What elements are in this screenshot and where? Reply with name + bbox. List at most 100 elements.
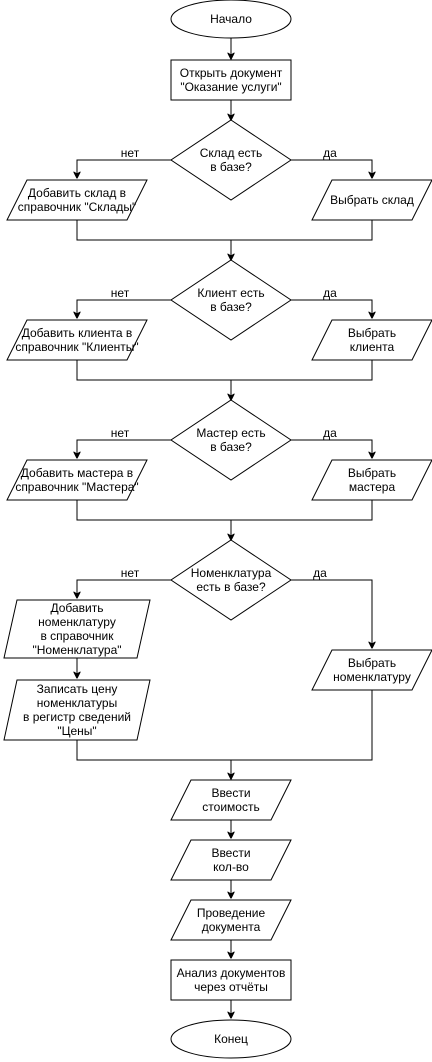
edge-master-no xyxy=(77,439,171,458)
edge-warehouse-merge xyxy=(76,220,373,241)
edge-client-merge xyxy=(76,360,373,381)
text-line: Выбрать xyxy=(348,466,396,480)
node-start: Начало xyxy=(170,0,292,39)
label-nom-yes: да xyxy=(313,566,327,580)
edge-nom-no xyxy=(77,579,171,598)
text-line: документа xyxy=(202,920,261,934)
text-line: кол-во xyxy=(213,860,249,874)
text-line: Открыть документ xyxy=(180,66,283,80)
text-line: Добавить xyxy=(50,601,103,615)
text-line: есть в базе? xyxy=(196,580,266,594)
text-line: в базе? xyxy=(210,160,252,174)
edge-client-yes xyxy=(291,299,372,318)
label-master-yes: да xyxy=(323,426,337,440)
text-line: Анализ документов xyxy=(177,966,286,980)
text-line: Добавить склад в xyxy=(28,186,126,200)
node-open-document: Открыть документ"Оказание услуги" xyxy=(170,59,292,101)
edge-nom-merge xyxy=(76,690,373,761)
text-line: Выбрать склад xyxy=(330,193,414,207)
text-line: клиента xyxy=(350,340,395,354)
edge-client-no xyxy=(77,299,171,318)
label-warehouse-yes: да xyxy=(323,146,337,160)
text-line: номенклатуру xyxy=(333,670,411,684)
text-line: Записать цену xyxy=(37,682,118,696)
label-warehouse-no: нет xyxy=(121,146,140,160)
text-line: справочник "Клиенты" xyxy=(15,340,138,354)
edge-warehouse-yes xyxy=(291,159,372,178)
label-client-no: нет xyxy=(111,286,130,300)
text-line: Клиент есть xyxy=(197,286,264,300)
text-line: Ввести xyxy=(211,786,250,800)
node-start-label: Начало xyxy=(210,12,252,26)
text-line: "Цены" xyxy=(57,724,96,738)
edge-labels: нет да нет да нет да нет да xyxy=(111,146,337,580)
text-line: Добавить клиента в xyxy=(22,326,133,340)
text-line: Ввести xyxy=(211,846,250,860)
text-line: через отчёты xyxy=(194,980,268,994)
text-line: номенклатуру xyxy=(38,615,116,629)
text-line: номенклатуры xyxy=(37,696,117,710)
text-line: Номенклатура xyxy=(191,566,272,580)
text-line: Склад есть xyxy=(200,146,262,160)
text-line: Выбрать xyxy=(348,656,396,670)
text-line: "Оказание услуги" xyxy=(180,80,281,94)
node-open-document-label: Открыть документ"Оказание услуги" xyxy=(180,66,283,94)
edge-nom-yes xyxy=(291,579,372,648)
edges xyxy=(77,38,372,1018)
edge-master-yes xyxy=(291,439,372,458)
node-select-warehouse-label: Выбрать склад xyxy=(330,193,414,207)
text-line: "Номенклатура" xyxy=(32,643,121,657)
text-line: Проведение xyxy=(197,906,266,920)
text-line: справочник "Склады" xyxy=(18,200,137,214)
label-nom-no: нет xyxy=(121,566,140,580)
text-line: справочник "Мастера" xyxy=(15,480,138,494)
label-master-no: нет xyxy=(111,426,130,440)
text-line: Добавить мастера в xyxy=(21,466,133,480)
text-line: в регистр сведений xyxy=(23,710,131,724)
node-select-warehouse: Выбрать склад xyxy=(311,179,432,221)
label-client-yes: да xyxy=(323,286,337,300)
text-line: мастера xyxy=(349,480,396,494)
text-line: Мастер есть xyxy=(196,426,265,440)
node-end-label: Конец xyxy=(214,1032,248,1046)
text-line: стоимость xyxy=(202,800,259,814)
node-end: Конец xyxy=(170,1019,292,1059)
edge-master-merge xyxy=(76,500,373,521)
text-line: в базе? xyxy=(210,300,252,314)
text-line: в справочник xyxy=(40,629,114,643)
text-line: в базе? xyxy=(210,440,252,454)
